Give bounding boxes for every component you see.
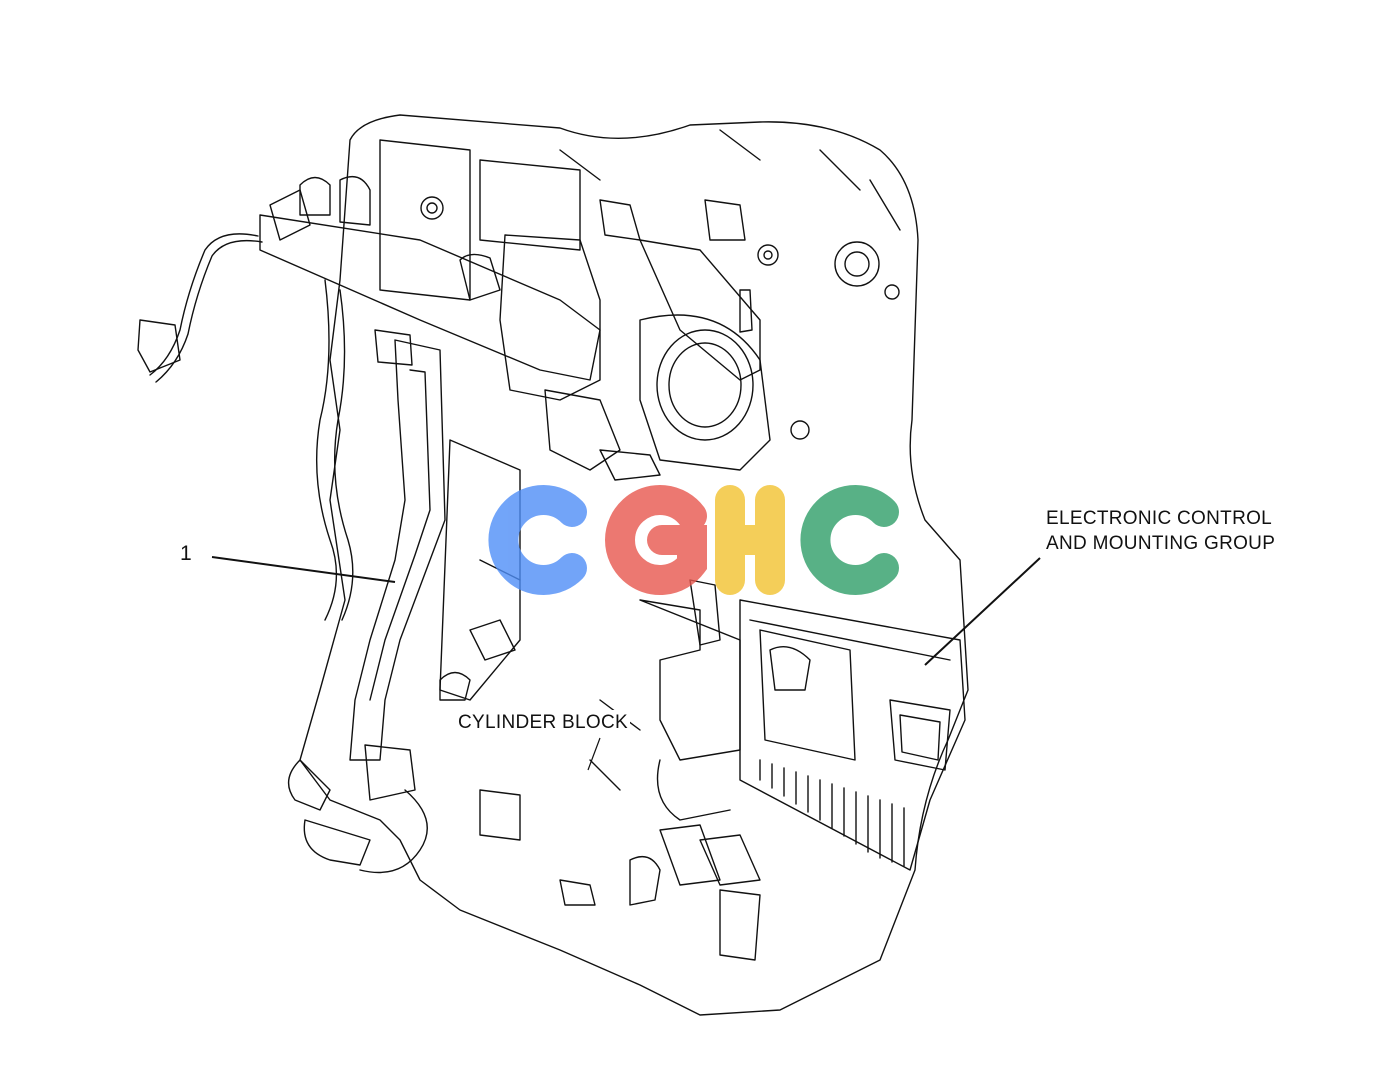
wiring-harness	[349, 339, 446, 761]
boss-3	[834, 241, 880, 287]
watermark-h-yellow	[715, 485, 785, 595]
watermark-logo	[488, 485, 899, 595]
leader-line-ecm	[924, 557, 1041, 666]
block-panel-lower	[439, 439, 521, 701]
watermark-c-green	[800, 485, 899, 595]
callout-ecm-line2: AND MOUNTING GROUP	[1046, 533, 1276, 554]
callout-cylinder-block: CYLINDER BLOCK	[456, 710, 630, 735]
harness-connector-upper	[374, 329, 413, 366]
block-panel-mid	[479, 159, 581, 251]
watermark-c-blue	[488, 485, 587, 595]
boss-2	[757, 244, 779, 266]
ecm-module	[739, 599, 966, 871]
callout-electronic-control: ELECTRONIC CONTROL AND MOUNTING GROUP	[1046, 506, 1275, 556]
housing-circle	[656, 329, 754, 441]
leader-line-cylinder	[587, 737, 601, 771]
block-panel-left	[379, 139, 471, 301]
watermark-g-red	[605, 485, 707, 595]
fuel-rail	[259, 214, 601, 381]
callout-ecm-line1: ELECTRONIC CONTROL	[1046, 508, 1273, 529]
ecm-fins	[759, 759, 905, 867]
boss-1	[420, 196, 444, 220]
engine-outline	[299, 114, 969, 1016]
ecm-connector	[659, 824, 721, 886]
sensor-pigtail	[149, 233, 259, 376]
callout-part-1: 1	[180, 542, 192, 565]
solenoid-body	[499, 234, 601, 401]
harness-connector-lower	[364, 744, 416, 801]
leader-line-1	[211, 556, 396, 583]
ecm-bracket	[639, 599, 741, 761]
